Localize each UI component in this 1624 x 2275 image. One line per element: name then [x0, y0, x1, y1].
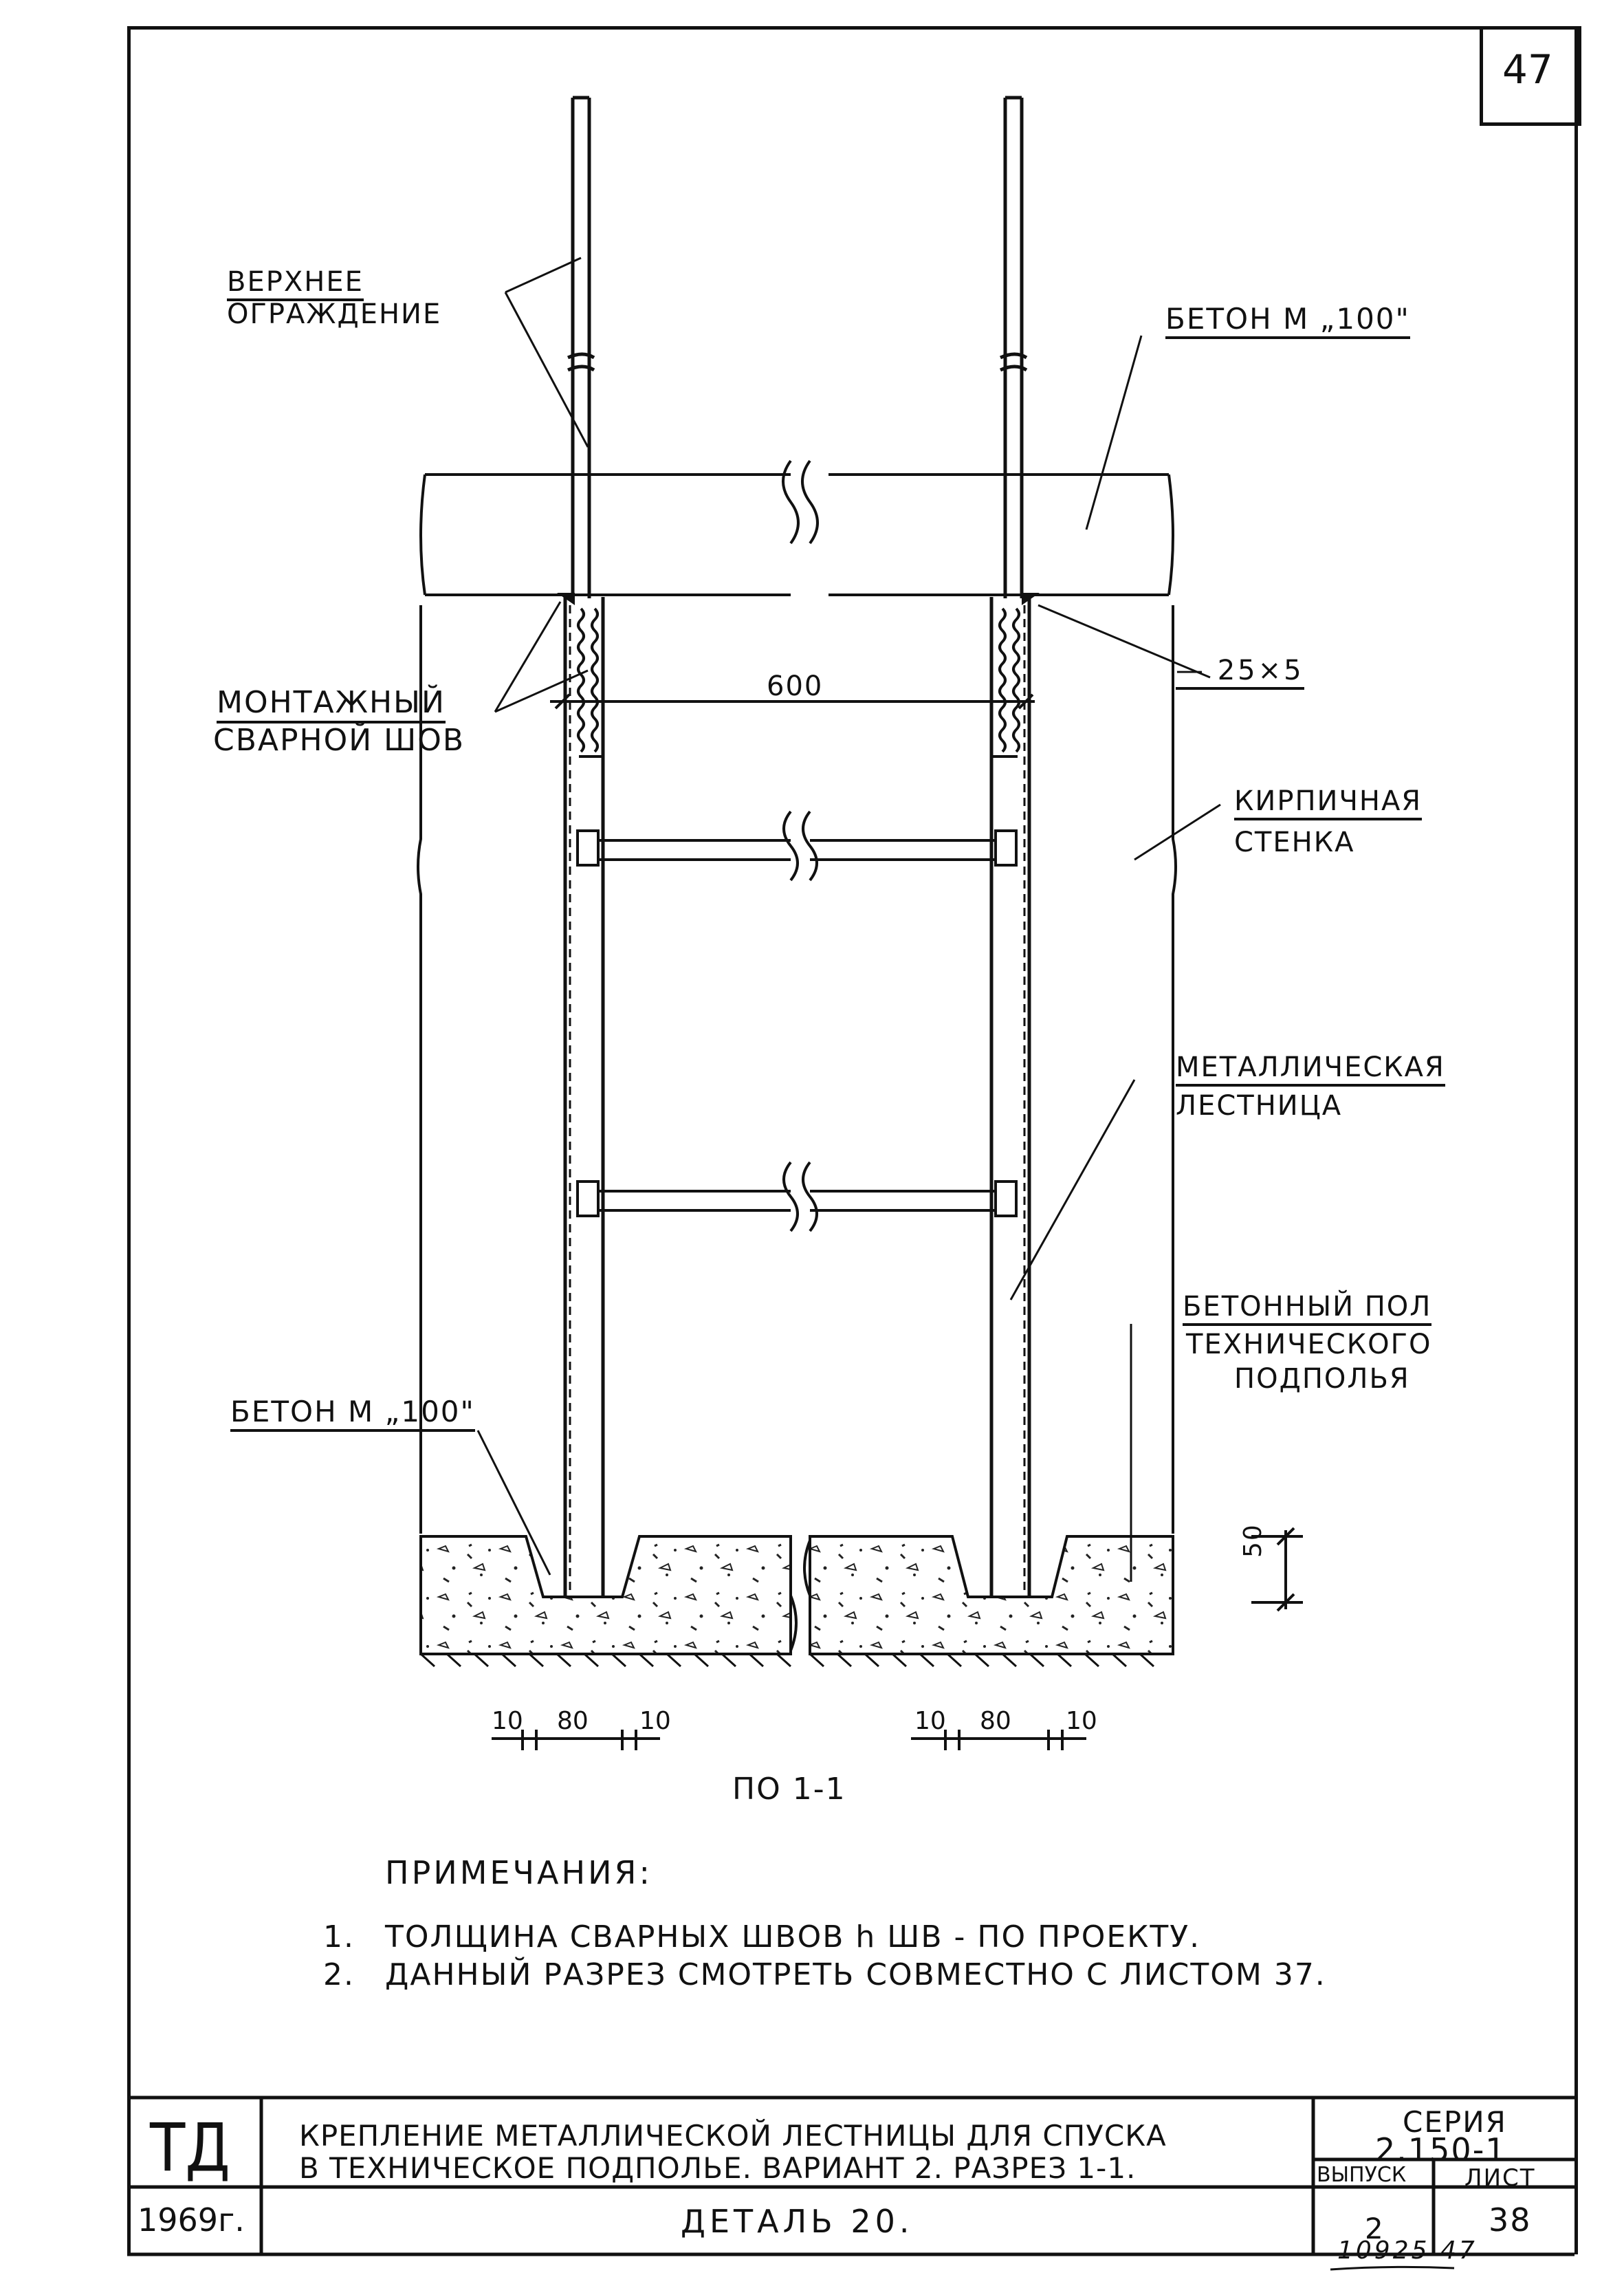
- label-ladder-2: ЛЕСТНИЦА: [1176, 1090, 1343, 1122]
- left-pit-dim-3: 10: [639, 1707, 671, 1735]
- ladder-rung-1: [576, 829, 1018, 867]
- frame-top-line: [127, 26, 1578, 30]
- note-2-text: ДАННЫЙ РАЗРЕЗ СМОТРЕТЬ СОВМЕСТНО С ЛИСТО…: [385, 1957, 1326, 1992]
- left-pit-dim-2: 80: [557, 1707, 589, 1735]
- title-line-2: В ТЕХНИЧЕСКОЕ ПОДПОЛЬЕ. ВАРИАНТ 2. РАЗРЕ…: [299, 2151, 1137, 2185]
- label-ladder-1: МЕТАЛЛИЧЕСКАЯ: [1176, 1054, 1445, 1087]
- page-number-box: [1480, 26, 1581, 126]
- note-2-number: 2.: [323, 1957, 355, 1992]
- label-brick-wall-2: СТЕНКА: [1234, 827, 1355, 858]
- label-weld-2: СВАРНОЙ ШОВ: [213, 723, 465, 758]
- weld-triangles: [557, 593, 1040, 605]
- sheet-value: 38: [1489, 2201, 1532, 2239]
- frame-right-line: [1574, 26, 1578, 2254]
- left-pit-dim-1: 10: [492, 1707, 523, 1735]
- right-pit-dim-2: 80: [980, 1707, 1011, 1735]
- title-line-1: КРЕПЛЕНИЕ МЕТАЛЛИЧЕСКОЙ ЛЕСТНИЦЫ ДЛЯ СПУ…: [299, 2119, 1167, 2153]
- section-caption: ПО 1-1: [732, 1772, 846, 1807]
- year: 1969г.: [138, 2201, 245, 2239]
- handwritten-underline: [1330, 2265, 1455, 2271]
- series-label: СЕРИЯ: [1403, 2105, 1507, 2139]
- brick-wall-edges: [417, 605, 1177, 1534]
- dimension-600-line: [550, 693, 1035, 710]
- break-marks: [782, 459, 819, 1651]
- title-block-grid: [127, 2096, 1574, 2256]
- right-pit-dim-1: 10: [914, 1707, 946, 1735]
- upper-rail-right: [999, 96, 1028, 598]
- right-pit-dim-3: 10: [1066, 1707, 1097, 1735]
- ladder-rung-2: [576, 1180, 1018, 1217]
- label-concrete-bottom: БЕТОН М „100": [230, 1397, 475, 1432]
- ladder-stringer-left: [563, 597, 605, 1597]
- top-concrete-slab: [419, 473, 1174, 596]
- label-floor-2: ТЕХНИЧЕСКОГО: [1186, 1329, 1432, 1360]
- label-brick-wall-1: КИРПИЧНАЯ: [1234, 787, 1423, 820]
- floor-concrete: [419, 1535, 1174, 1668]
- issue-value: 2: [1365, 2212, 1385, 2245]
- dimension-50-line: [1251, 1527, 1303, 1612]
- ladder-stringer-right: [989, 597, 1031, 1597]
- label-strip: — 25×5: [1176, 657, 1304, 690]
- label-floor-3: ПОДПОЛЬЯ: [1234, 1363, 1410, 1395]
- pit-dimension-right: [911, 1730, 1086, 1750]
- frame-left-line: [127, 26, 131, 2254]
- label-depth-50: 50: [1239, 1523, 1267, 1558]
- weld-beads: [577, 607, 1020, 758]
- note-1-number: 1.: [323, 1919, 355, 1955]
- detail-label: ДЕТАЛЬ 20.: [681, 2203, 914, 2240]
- label-upper-rail-1: ВЕРХНЕЕ: [227, 268, 364, 301]
- note-1-text: ТОЛЩИНА СВАРНЫХ ШВОВ h ШВ - ПО ПРОЕКТУ.: [385, 1919, 1201, 1955]
- label-upper-rail-2: ОГРАЖДЕНИЕ: [227, 298, 442, 330]
- pit-dimension-left: [492, 1730, 660, 1750]
- leader-lines: [476, 257, 1221, 1582]
- handwritten-code: 10925 47: [1337, 2236, 1478, 2265]
- org-stamp: ТД: [150, 2109, 230, 2187]
- label-floor-1: БЕТОННЫЙ ПОЛ: [1183, 1293, 1432, 1326]
- notes-heading: ПРИМЕЧАНИЯ:: [385, 1854, 652, 1891]
- label-width-600: 600: [767, 671, 824, 702]
- page-number: 47: [1502, 46, 1553, 93]
- series-value: 2.150-1: [1375, 2131, 1507, 2168]
- label-weld-1: МОНТАЖНЫЙ: [217, 688, 446, 723]
- label-concrete-top: БЕТОН М „100": [1165, 305, 1410, 339]
- issue-label: ВЫПУСК: [1317, 2163, 1407, 2187]
- sheet-label: ЛИСТ: [1464, 2164, 1536, 2192]
- upper-rail-left: [567, 96, 595, 598]
